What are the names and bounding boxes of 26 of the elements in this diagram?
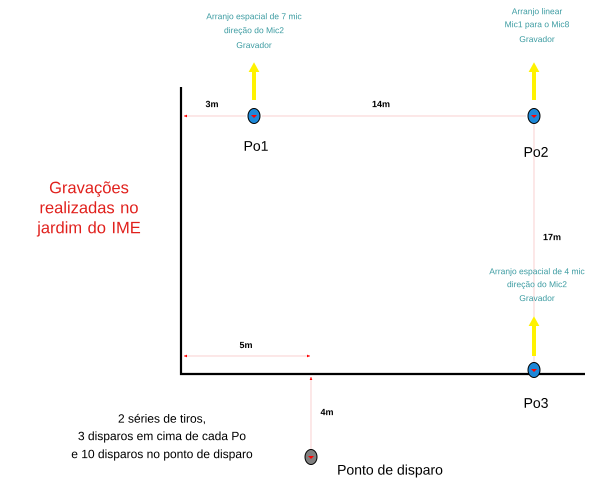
position-label: Po3 [524, 398, 548, 408]
annotation-text: Mic1 para o Mic8 [505, 21, 569, 29]
position-marker [528, 108, 540, 124]
annotation-text: Arranjo espacial de 7 mic [206, 13, 302, 21]
annotation-text: Arranjo espacial de 4 mic [489, 268, 584, 276]
dimension-label: 4m [320, 408, 333, 416]
note-text: 3 disparos em cima de cada Po [78, 431, 246, 443]
dimension-label: 5m [240, 342, 252, 348]
position-marker [528, 362, 540, 378]
dimension-label: 14m [372, 100, 390, 108]
position-label: Po2 [524, 147, 548, 157]
dimension-label: 17m [544, 234, 560, 240]
position-label: Po1 [244, 141, 268, 151]
position-marker [304, 449, 318, 465]
note-text: e 10 disparos no ponto de disparo [72, 449, 252, 461]
annotation-text: direção do Mic2 [507, 281, 567, 289]
annotation-text: Gravador [520, 294, 555, 302]
position-label: Ponto de disparo [338, 464, 442, 478]
annotation-text: Arranjo linear [512, 8, 562, 16]
title: Gravações realizadas no jardim do IME [36, 181, 140, 237]
annotation-text: Gravador [236, 42, 272, 48]
annotation-text: Gravador [520, 36, 555, 42]
dimension-label: 3m [206, 100, 218, 108]
note-text: 2 séries de tiros, [118, 414, 205, 424]
position-marker [248, 108, 260, 124]
annotation-text: direção do Mic2 [224, 27, 284, 35]
